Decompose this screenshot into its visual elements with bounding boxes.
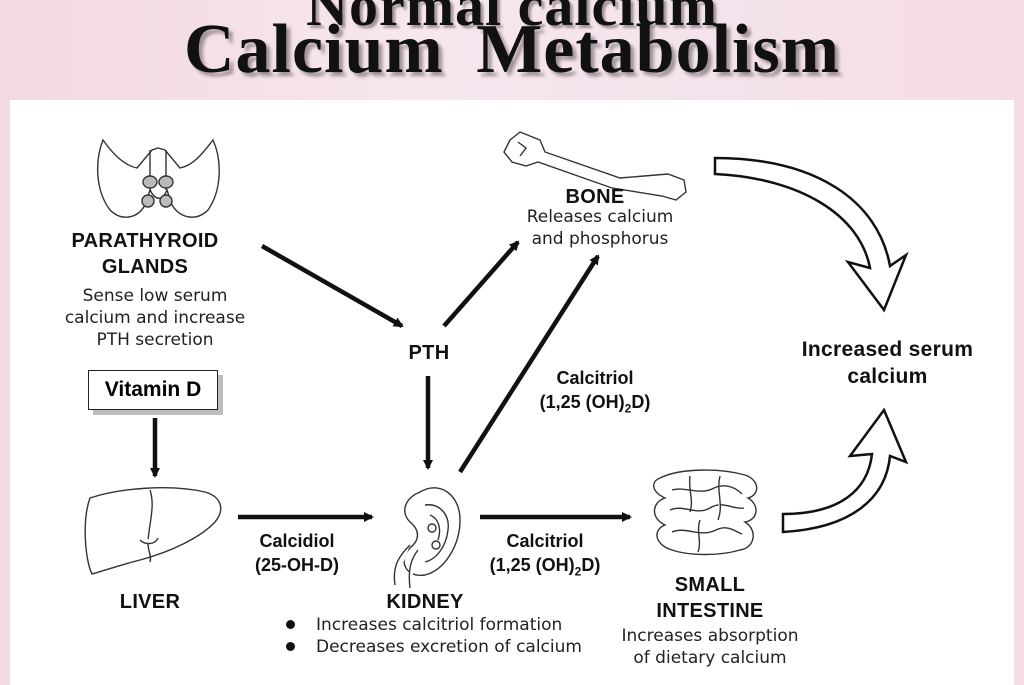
- liver-icon: [84, 487, 222, 575]
- pth-label: PTH: [408, 342, 450, 364]
- bone-desc-line2: and phosphorus: [531, 229, 669, 249]
- calcidiol-line1: Calcidiol: [259, 531, 335, 551]
- parathyroid-heading-line1: PARATHYROID: [71, 230, 219, 252]
- bone-heading: BONE: [565, 186, 625, 208]
- calcitriol-intestine-formula-prefix: (1,25 (OH): [489, 555, 575, 575]
- intestine-heading-line1: SMALL: [674, 574, 746, 596]
- result-label: Increased serum calcium: [770, 336, 1005, 390]
- bone-description: Releases calcium and phosphorus: [510, 206, 690, 250]
- kidney-effect-item: Decreases excretion of calcium: [282, 636, 582, 658]
- solid-arrows: [150, 240, 632, 522]
- calcidiol-label: Calcidiol (25-OH-D): [232, 529, 362, 577]
- bone-desc-line1: Releases calcium: [526, 207, 674, 227]
- intestine-desc-line1: Increases absorption: [621, 626, 799, 646]
- kidney-heading: KIDNEY: [386, 591, 464, 613]
- calcitriol-bone-formula-prefix: (1,25 (OH): [539, 392, 625, 412]
- calcitriol-intestine-line2: (1,25 (OH)2D): [470, 553, 620, 584]
- arrow-intestine-to-result: [781, 407, 909, 534]
- calcitriol-bone-line1: Calcitriol: [556, 368, 634, 388]
- calcitriol-bone-formula-suffix: D): [631, 392, 651, 412]
- calcitriol-bone-line2: (1,25 (OH)2D): [520, 390, 670, 421]
- intestine-desc-line2: of dietary calcium: [633, 648, 787, 668]
- kidney-effects-list: Increases calcitriol formation Decreases…: [282, 614, 582, 658]
- parathyroid-desc-line2: calcium and increase: [64, 308, 246, 328]
- partial-title-top: Normal calcium: [306, 0, 718, 38]
- intestine-description: Increases absorption of dietary calcium: [605, 625, 815, 669]
- parathyroid-icon: [96, 138, 220, 218]
- parathyroid-desc-line3: PTH secretion: [96, 330, 214, 350]
- page-title: Calcium Metabolism: [183, 11, 841, 88]
- calcitriol-intestine-subscript: 2: [574, 564, 582, 579]
- parathyroid-desc-line1: Sense low serum: [82, 286, 228, 306]
- bone-icon: [503, 131, 687, 201]
- intestine-icon: [653, 469, 758, 556]
- result-line1: Increased serum: [801, 338, 974, 361]
- intestine-heading-line2: INTESTINE: [656, 600, 764, 622]
- result-line2: calcium: [847, 365, 928, 388]
- parathyroid-heading-line2: GLANDS: [101, 256, 189, 278]
- calcidiol-line2: (25-OH-D): [255, 555, 339, 575]
- calcitriol-intestine-line1: Calcitriol: [506, 531, 584, 551]
- arrow-kidney-to-bone: [458, 254, 600, 474]
- kidney-icon: [393, 487, 461, 589]
- calcitriol-intestine-formula-suffix: D): [581, 555, 601, 575]
- arrow-pth-to-bone: [442, 240, 520, 328]
- calcitriol-intestine-label: Calcitriol (1,25 (OH)2D): [470, 529, 620, 584]
- parathyroid-description: Sense low serum calcium and increase PTH…: [40, 285, 270, 351]
- kidney-effect-item: Increases calcitriol formation: [282, 614, 582, 636]
- intestine-heading: SMALL INTESTINE: [630, 572, 790, 624]
- arrow-bone-to-result: [713, 156, 909, 313]
- vitamin-d-box: Vitamin D: [88, 370, 218, 410]
- calcitriol-bone-subscript: 2: [624, 401, 632, 416]
- parathyroid-heading: PARATHYROID GLANDS: [40, 228, 250, 280]
- arrow-parathyroid-to-pth: [260, 244, 404, 328]
- liver-heading: LIVER: [119, 591, 181, 613]
- calcitriol-bone-label: Calcitriol (1,25 (OH)2D): [520, 366, 670, 421]
